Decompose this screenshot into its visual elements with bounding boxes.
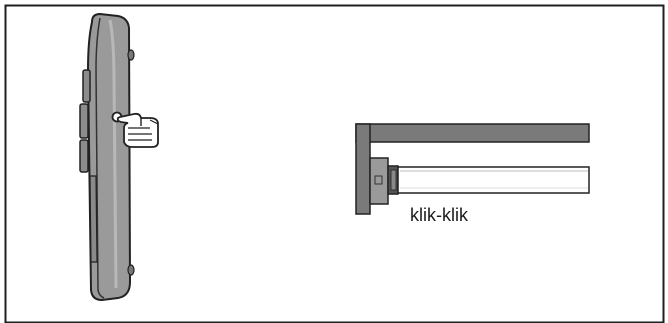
side-button-bottom [79, 139, 89, 173]
back-bump-bottom [127, 264, 135, 276]
mounting-block [369, 157, 389, 205]
wall-plate [355, 123, 371, 215]
back-bump-top [127, 49, 135, 61]
pointing-hand-icon [116, 112, 159, 148]
hand-outline [116, 112, 159, 148]
bracket-assembly [355, 123, 590, 215]
remote-bevel-line [95, 17, 105, 299]
mounting-hole [374, 175, 383, 185]
click-sound-label: klik-klik [410, 205, 469, 225]
side-button-middle [79, 103, 89, 139]
remote-highlight [108, 19, 118, 289]
top-rail [355, 123, 590, 143]
remote-lower-panel [89, 175, 98, 263]
remote-control [79, 12, 135, 302]
side-button-top [82, 69, 91, 103]
